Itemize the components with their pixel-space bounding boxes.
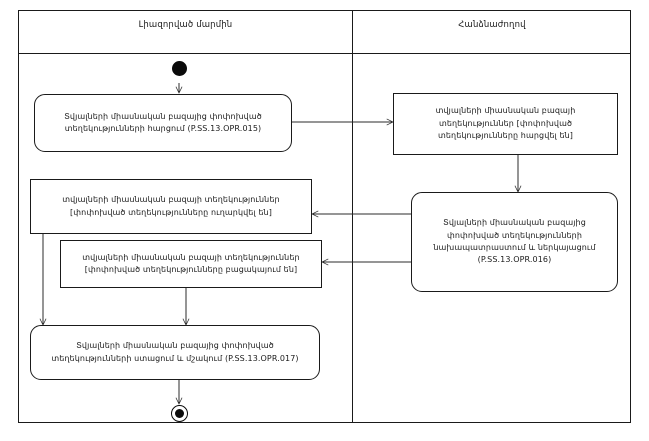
action-node-opr015-label: Տվյալների միասնական բազայից փոփոխված տեղ… <box>64 111 262 133</box>
action-node-opr017[interactable]: Տվյալների միասնական բազայից փոփոխված տեղ… <box>30 325 320 380</box>
object-state-node-requested[interactable]: տվյալների միասնական բազայի տեղեկությունն… <box>393 93 618 155</box>
swimlane-vertical-divider <box>352 10 353 423</box>
action-node-opr015[interactable]: Տվյալների միասնական բազայից փոփոխված տեղ… <box>34 94 292 152</box>
object-state-node-sent[interactable]: տվյալների միասնական բազայի տեղեկությունն… <box>30 179 312 234</box>
action-node-opr016-label: Տվյալների միասնական բազայից փոփոխված տեղ… <box>433 218 596 265</box>
object-state-node-absent[interactable]: տվյալների միասնական բազայի տեղեկությունն… <box>60 240 322 288</box>
object-state-node-requested-label: տվյալների միասնական բազայի տեղեկությունն… <box>435 106 576 141</box>
action-node-opr017-label: Տվյալների միասնական բազայից փոփոխված տեղ… <box>51 341 299 363</box>
swimlane-frame <box>18 10 631 423</box>
action-node-opr016[interactable]: Տվյալների միասնական բազայից փոփոխված տեղ… <box>411 192 618 292</box>
final-node[interactable] <box>171 405 188 422</box>
swimlane-header-left: Լիազորված մարմին <box>138 20 233 30</box>
initial-node[interactable] <box>172 61 187 76</box>
object-state-node-absent-label: տվյալների միասնական բազայի տեղեկությունն… <box>82 252 300 274</box>
swimlane-header-divider <box>18 53 631 54</box>
swimlane-header-right: Հանձնաժողով <box>458 20 526 30</box>
object-state-node-sent-label: տվյալների միասնական բազայի տեղեկությունն… <box>62 195 280 217</box>
